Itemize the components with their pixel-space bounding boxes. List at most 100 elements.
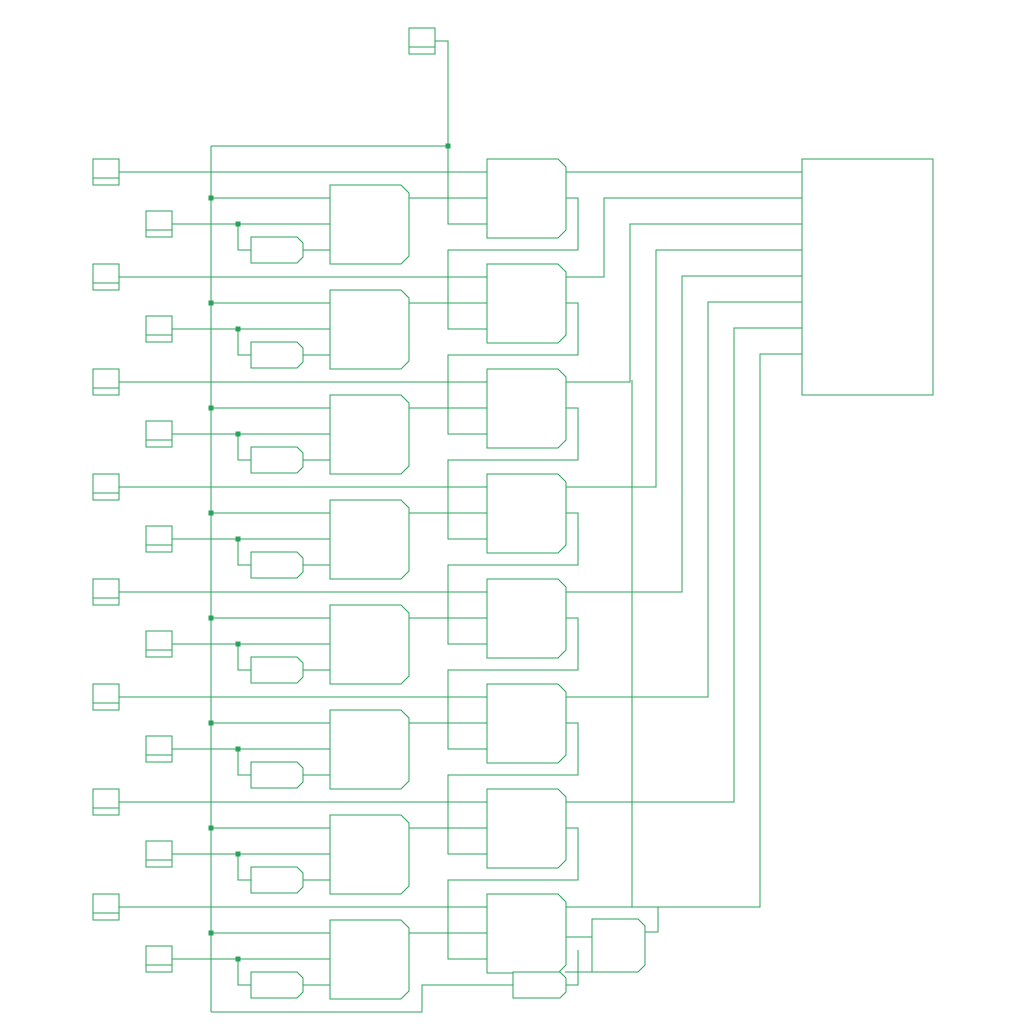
adder-block-6[interactable] (486, 788, 567, 869)
a-input-pin-3[interactable] (92, 473, 120, 501)
sum-out-wire-7 (565, 353, 802, 908)
mux-block-6[interactable] (329, 814, 410, 895)
a-input-pin-2[interactable] (92, 368, 120, 396)
b-branch-junction-7 (235, 956, 241, 962)
b-branch-wire-4 (237, 644, 251, 671)
adder-block-4[interactable] (486, 578, 567, 659)
sum-out-wire-3 (565, 249, 802, 488)
mux-block-5[interactable] (329, 709, 410, 790)
carry-stub-wire-2 (565, 407, 579, 460)
junction-layer (208, 143, 451, 962)
bus-tap-junction-3 (208, 510, 214, 516)
sum-out-wire-6 (565, 327, 802, 803)
adder-block-1[interactable] (486, 263, 567, 344)
carry-chain-wire-6 (447, 723, 579, 855)
adder-block-7[interactable] (486, 893, 567, 974)
b-input-pin-4[interactable] (145, 630, 173, 658)
a-input-pin-0-body (92, 158, 120, 186)
mux-block-3[interactable] (329, 499, 410, 580)
adder-block-3[interactable] (486, 473, 567, 554)
carry-chain-wire-4 (447, 513, 579, 645)
inverter-gate-6[interactable] (250, 866, 304, 894)
b-branch-junction-5 (235, 746, 241, 752)
a-input-pin-5[interactable] (92, 683, 120, 711)
b-input-pin-3-body (145, 525, 173, 553)
inverter-gate-4[interactable] (250, 656, 304, 684)
a-input-pin-6-body (92, 788, 120, 816)
mux-block-4[interactable] (329, 604, 410, 685)
b-branch-wire-2 (237, 434, 251, 461)
b-input-pin-6-body (145, 840, 173, 868)
carry-in-wire (435, 40, 449, 146)
b-branch-junction-3 (235, 536, 241, 542)
b-input-pin-7-body (145, 945, 173, 973)
b-input-pin-4-body (145, 630, 173, 658)
sum-out-wire-1 (565, 197, 802, 278)
bus-tap-junction-5 (208, 720, 214, 726)
bus-tap-junction-4 (208, 615, 214, 621)
a-input-pin-6[interactable] (92, 788, 120, 816)
adder-block-0[interactable] (486, 158, 567, 239)
carry-stub-wire-3 (565, 512, 579, 565)
inverter-gate-5[interactable] (250, 761, 304, 789)
carry-stub-wire-6 (565, 827, 579, 880)
a-input-pin-2-body (92, 368, 120, 396)
carry-out-or-gate[interactable] (591, 918, 646, 973)
a-input-pin-1-body (92, 263, 120, 291)
b-input-pin-5-body (145, 735, 173, 763)
a-input-pin-5-body (92, 683, 120, 711)
a-input-pin-7-body (92, 893, 120, 921)
b-input-pin-5[interactable] (145, 735, 173, 763)
a-input-pin-3-body (92, 473, 120, 501)
output-bus-block[interactable] (801, 158, 934, 396)
a-input-pin-4[interactable] (92, 578, 120, 606)
b-input-pin-0-body (145, 210, 173, 238)
b-branch-junction-1 (235, 326, 241, 332)
adder-block-5[interactable] (486, 683, 567, 764)
b-input-pin-1-body (145, 315, 173, 343)
b-branch-wire-0 (237, 224, 251, 251)
sum-out-wire-2 (565, 223, 802, 383)
b-input-pin-0[interactable] (145, 210, 173, 238)
inverter-gate-1[interactable] (250, 341, 304, 369)
b-input-pin-3[interactable] (145, 525, 173, 553)
b-branch-junction-4 (235, 641, 241, 647)
adder-block-2[interactable] (486, 368, 567, 449)
block-layer (92, 27, 934, 1000)
b-input-pin-1[interactable] (145, 315, 173, 343)
inverter-gate-2[interactable] (250, 446, 304, 474)
bottom-bus-wire (211, 984, 513, 1013)
b-branch-wire-5 (237, 749, 251, 776)
b-input-pin-7[interactable] (145, 945, 173, 973)
a-input-pin-1[interactable] (92, 263, 120, 291)
mux-block-7[interactable] (329, 919, 410, 1000)
bus-tap-junction-7 (208, 930, 214, 936)
a-input-pin-7[interactable] (92, 893, 120, 921)
carry-out-gate[interactable] (512, 971, 567, 999)
inverter-gate-7[interactable] (250, 971, 304, 999)
b-input-pin-6[interactable] (145, 840, 173, 868)
inverter-gate-3[interactable] (250, 551, 304, 579)
b-branch-junction-0 (235, 221, 241, 227)
b-branch-wire-6 (237, 854, 251, 881)
bus-tap-junction-0 (208, 195, 214, 201)
carry-in-pin[interactable] (408, 27, 436, 55)
bus-tap-junction-2 (208, 405, 214, 411)
mux-block-0[interactable] (329, 184, 410, 265)
carry-in-pin-body (408, 27, 436, 55)
b-input-pin-2[interactable] (145, 420, 173, 448)
b-branch-junction-2 (235, 431, 241, 437)
a-input-pin-0[interactable] (92, 158, 120, 186)
carry-out-route (631, 380, 659, 933)
inverter-gate-0[interactable] (250, 236, 304, 264)
carry-chain-wire-3 (447, 408, 579, 540)
b-branch-wire-3 (237, 539, 251, 566)
a-input-pin-4-body (92, 578, 120, 606)
mux-block-1[interactable] (329, 289, 410, 370)
carry-stub-wire-0 (565, 197, 579, 250)
carry-chain-wire-0 (447, 146, 487, 225)
wire-layer (119, 40, 802, 1013)
b-branch-junction-6 (235, 851, 241, 857)
carry-chain-wire-2 (447, 303, 579, 435)
mux-block-2[interactable] (329, 394, 410, 475)
